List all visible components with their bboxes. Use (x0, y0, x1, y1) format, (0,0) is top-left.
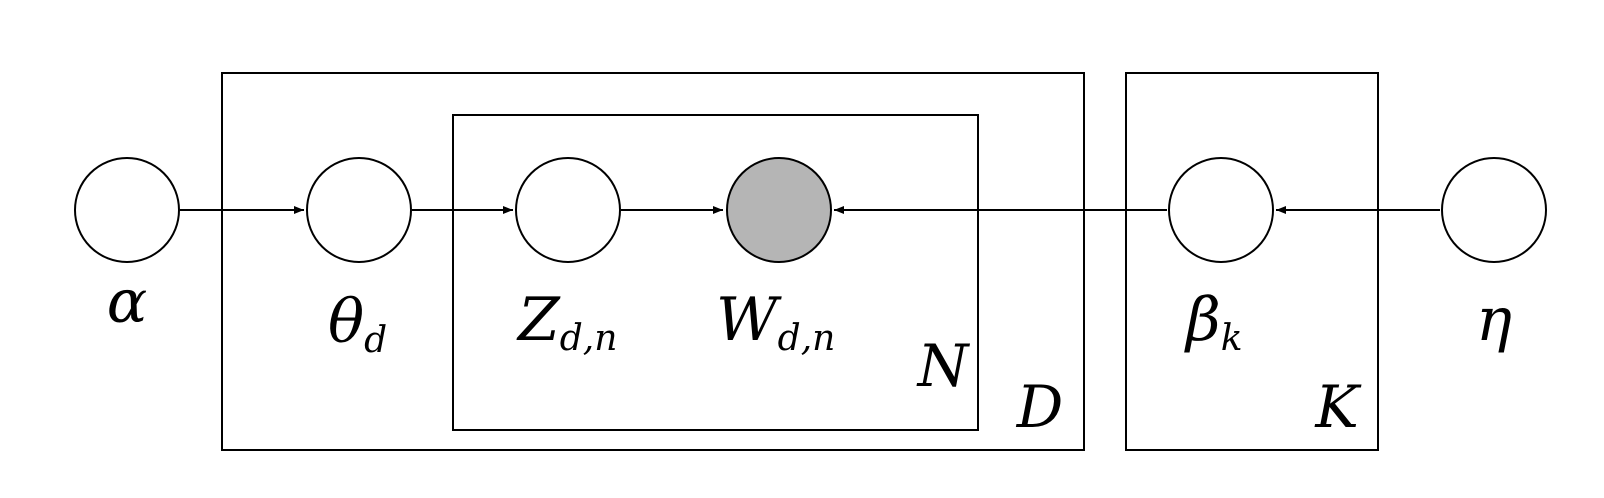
label-z: Zd,n (516, 285, 617, 359)
plate-label-d: D (1016, 373, 1064, 441)
label-theta: θd (328, 287, 387, 361)
label-beta: βk (1184, 285, 1243, 359)
label-alpha: α (107, 267, 148, 337)
node-alpha (74, 157, 180, 263)
plate-documents (221, 72, 1085, 451)
plate-label-k: K (1314, 373, 1362, 441)
node-z (515, 157, 621, 263)
plate-topics (1125, 72, 1379, 451)
node-w-observed (726, 157, 832, 263)
plate-words (452, 114, 979, 431)
node-eta (1441, 157, 1547, 263)
plate-label-n: N (916, 332, 971, 400)
label-eta: η (1476, 285, 1512, 355)
node-theta (306, 157, 412, 263)
label-w: Wd,n (716, 285, 835, 359)
node-beta (1168, 157, 1274, 263)
